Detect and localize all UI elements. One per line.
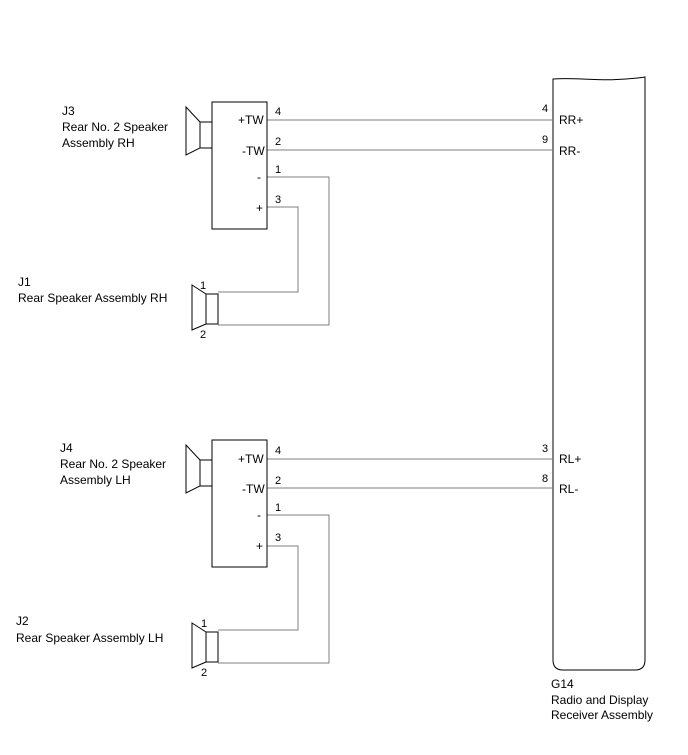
j4-pin-number: 1 [275,502,281,514]
rear-no2-speaker-lh-body [211,439,268,568]
g14-name-line1: Radio and Display [551,693,648,707]
wire-plus-lh [218,545,299,631]
g14-name-line2: Receiver Assembly [551,708,653,722]
j1-pin-number: 2 [200,329,206,341]
g14-pin-number: 8 [542,473,548,485]
j4-name-line2: Assembly LH [60,473,131,487]
j1-code: J1 [18,275,31,289]
rear-no2-speaker-rh [185,101,268,230]
rear-no2-speaker-lh [185,439,268,568]
j2-name: Rear Speaker Assembly LH [16,631,163,645]
radio-receiver-assembly [552,76,646,671]
j4-pin-number: 2 [275,475,281,487]
j4-pin-label: +TW [238,452,264,466]
j4-pin-label: -TW [242,482,265,496]
wire-minus-lh [218,514,330,664]
tweeter-lh-icon [185,443,213,494]
radio-receiver-body [552,76,646,671]
g14-terminal-label: RR- [559,144,580,158]
j4-pin-label: + [256,539,263,553]
j2-pin-number: 1 [201,618,207,630]
rh-wiring [218,119,553,326]
g14-pin-number: 3 [542,443,548,455]
tweeter-rh-icon [185,105,213,156]
j4-code: J4 [60,441,73,455]
j3-pin-number: 4 [275,106,281,118]
j4-pin-number: 3 [275,532,281,544]
j2-code: J2 [16,614,29,628]
j3-pin-label: -TW [242,144,265,158]
wire-minus-rh [218,176,330,326]
j1-pin-number: 1 [200,280,206,292]
g14-terminal-label: RL- [559,482,578,496]
g14-pin-number: 4 [542,103,548,115]
j3-pin-number: 3 [275,194,281,206]
j3-name-line1: Rear No. 2 Speaker [62,120,168,134]
rear-no2-speaker-rh-body [211,101,268,230]
j4-pin-label: - [257,508,261,522]
j3-pin-label: - [257,170,261,184]
lh-wiring [218,458,553,664]
g14-code: G14 [551,677,574,691]
j4-name-line1: Rear No. 2 Speaker [60,457,166,471]
j3-pin-number: 1 [275,164,281,176]
j4-pin-number: 4 [275,445,281,457]
rear-speaker-rh-icon [191,284,219,331]
g14-pin-number: 9 [542,134,548,146]
wire-plus-rh [218,206,299,293]
rear-speaker-lh-icon [191,622,219,669]
j3-name-line2: Assembly RH [62,136,135,150]
j2-pin-number: 2 [201,667,207,679]
j1-name: Rear Speaker Assembly RH [18,291,167,305]
j3-pin-number: 2 [275,136,281,148]
j3-code: J3 [62,104,75,118]
g14-terminal-label: RL+ [559,452,581,466]
j3-pin-label: +TW [238,113,264,127]
j3-pin-label: + [256,201,263,215]
g14-terminal-label: RR+ [559,113,583,127]
